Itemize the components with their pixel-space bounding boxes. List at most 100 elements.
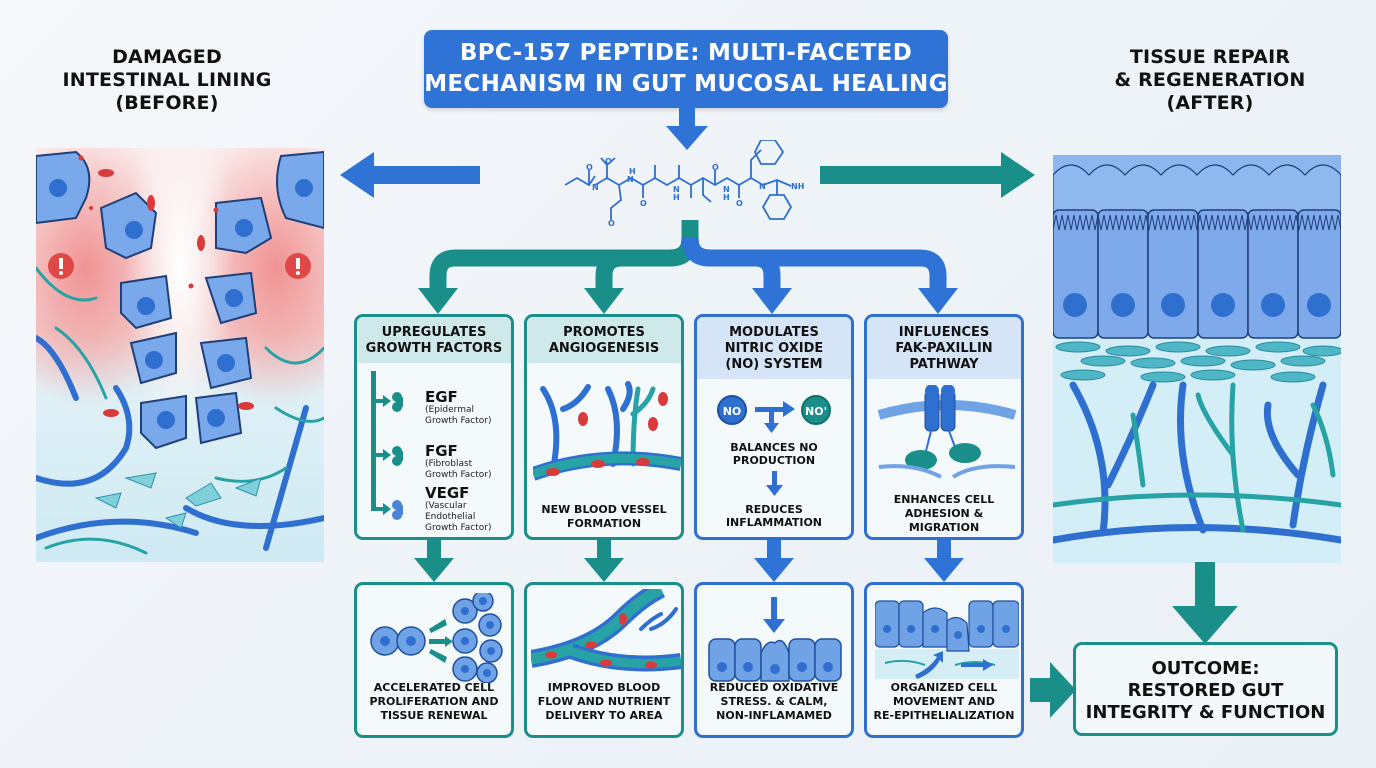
outcome-cell-proliferation: ACCELERATED CELL PROLIFERATION AND TISSU… <box>354 582 514 738</box>
final-outcome-line: RESTORED GUT <box>1127 680 1284 701</box>
final-outcome-line: INTEGRITY & FUNCTION <box>1085 702 1326 723</box>
cell-proliferation-icon <box>370 593 503 683</box>
svg-text:O: O <box>640 199 647 208</box>
outcome-line: TISSUE RENEWAL <box>380 709 488 722</box>
gf-full: (Fibroblast <box>425 459 473 469</box>
step-down-arrow <box>766 471 783 496</box>
mechanism-4-header-line: FAK-PAXILLIN <box>895 341 993 356</box>
svg-text:O: O <box>712 163 719 172</box>
left-title-line-1: DAMAGED <box>112 46 222 68</box>
outcome-line: IMPROVED BLOOD <box>547 681 661 694</box>
warning-icon-right <box>285 253 311 279</box>
svg-text:O: O <box>608 219 615 228</box>
calm-epithelium-icon <box>708 597 842 682</box>
footer-line: MIGRATION <box>908 521 980 534</box>
left-title-line-2: INTESTINAL LINING <box>62 69 272 91</box>
outcome-re-epithelialization: ORGANIZED CELL MOVEMENT AND RE-EPITHELIA… <box>864 582 1024 738</box>
main-title-box: BPC-157 PEPTIDE: MULTI-FACETED MECHANISM… <box>424 30 948 108</box>
outcome-3-text: REDUCED OXIDATIVE STRESS. & CALM, NON-IN… <box>697 681 851 723</box>
reduces-inflammation-label: REDUCES INFLAMMATION <box>697 503 851 529</box>
outcome-line: NON-INFLAMAMED <box>716 709 832 722</box>
right-arrow-to-outcome <box>1030 662 1076 718</box>
footer-line: NEW BLOOD VESSEL <box>541 503 667 516</box>
svg-text:N: N <box>673 185 680 194</box>
outcome-2-text: IMPROVED BLOOD FLOW AND NUTRIENT DELIVER… <box>527 681 681 723</box>
svg-text:N: N <box>627 175 634 184</box>
repaired-tissue-illustration <box>1053 155 1341 563</box>
mechanism-2-header-line: ANGIOGENESIS <box>548 341 660 356</box>
outcome-line: FLOW AND NUTRIENT <box>537 695 671 708</box>
mechanism-1-header-line: UPREGULATES <box>381 325 487 340</box>
outcome-4-text: ORGANIZED CELL MOVEMENT AND RE-EPITHELIA… <box>867 681 1021 723</box>
mechanism-4-header: INFLUENCES FAK-PAXILLIN PATHWAY <box>867 317 1021 379</box>
down-arrow-1 <box>414 540 454 582</box>
outcome-line: ACCELERATED CELL <box>373 681 495 694</box>
gf-full: Endothelial <box>425 512 476 522</box>
final-outcome-line: OUTCOME: <box>1151 658 1260 679</box>
growth-factor-egf: EGF (Epidermal Growth Factor) <box>425 389 492 427</box>
outcome-line: MOVEMENT AND <box>893 695 995 708</box>
footer-line: ADHESION & <box>904 507 984 520</box>
no-conversion-arrow <box>755 401 795 433</box>
mechanism-3-header-line: NITRIC OXIDE <box>724 341 824 356</box>
footer-line: FORMATION <box>566 517 642 530</box>
arrow-to-repaired <box>820 152 1035 198</box>
mechanism-nitric-oxide: MODULATES NITRIC OXIDE (NO) SYSTEM NO NO… <box>694 314 854 540</box>
mechanism-fak-paxillin: INFLUENCES FAK-PAXILLIN PATHWAY ENHANCES… <box>864 314 1024 540</box>
svg-text:O: O <box>736 199 743 208</box>
down-arrow-to-outcome <box>1172 562 1238 644</box>
warning-icon-left <box>48 253 74 279</box>
mechanism-2-footer: NEW BLOOD VESSEL FORMATION <box>527 503 681 531</box>
new-vessels-icon <box>533 381 681 481</box>
mechanism-2-header-line: PROMOTES <box>563 325 645 340</box>
growth-factor-connector <box>371 371 403 520</box>
footer-line: ENHANCES CELL <box>893 493 995 506</box>
mechanism-3-header-line: MODULATES <box>729 325 819 340</box>
step-line: INFLAMMATION <box>725 516 823 529</box>
outcome-line: RE-EPITHELIALIZATION <box>873 709 1015 722</box>
mechanism-1-header-line: GROWTH FACTORS <box>365 341 503 356</box>
step-line: REDUCES <box>745 503 803 516</box>
mechanism-2-header: PROMOTES ANGIOGENESIS <box>527 317 681 363</box>
outcome-line: REDUCED OXIDATIVE <box>709 681 839 694</box>
mechanism-4-header-line: PATHWAY <box>909 357 979 372</box>
no-radical-icon: NO' <box>801 395 831 425</box>
balances-no-label: BALANCES NO PRODUCTION <box>697 441 851 467</box>
down-arrow-4 <box>924 540 964 582</box>
blood-flow-icon <box>531 589 681 672</box>
mechanism-4-header-line: INFLUENCES <box>898 325 990 340</box>
fgf-receptor-icon <box>392 446 403 466</box>
main-title-line-1: BPC-157 PEPTIDE: MULTI-FACETED <box>459 40 913 66</box>
bpc157-molecule-structure: ON OO HN ON HO NH ON NH <box>565 140 804 228</box>
outcome-line: DELIVERY TO AREA <box>545 709 663 722</box>
no-molecule-icon: NO <box>717 395 747 425</box>
svg-text:O: O <box>586 163 593 172</box>
svg-text:O: O <box>605 157 612 166</box>
re-epithelialization-icon <box>875 600 1019 679</box>
mechanism-angiogenesis: PROMOTES ANGIOGENESIS NEW BLOOD VESSEL F… <box>524 314 684 540</box>
mechanism-3-header: MODULATES NITRIC OXIDE (NO) SYSTEM <box>697 317 851 379</box>
outcome-line: ORGANIZED CELL <box>890 681 998 694</box>
svg-text:H: H <box>629 167 636 176</box>
step-line: PRODUCTION <box>732 454 816 467</box>
right-panel-title: TISSUE REPAIR & REGENERATION (AFTER) <box>1072 46 1348 115</box>
svg-text:N: N <box>592 183 599 192</box>
gf-abbr: VEGF <box>425 484 470 502</box>
integrin-receptor-icon <box>877 385 1017 479</box>
svg-text:N: N <box>759 182 766 191</box>
gf-full: (Epidermal <box>425 405 474 415</box>
outcome-1-text: ACCELERATED CELL PROLIFERATION AND TISSU… <box>357 681 511 723</box>
gf-full: Growth Factor) <box>425 470 492 480</box>
right-title-line-1: TISSUE REPAIR <box>1129 46 1291 68</box>
branching-arrows <box>418 220 958 314</box>
svg-text:N: N <box>723 185 730 194</box>
step-line: BALANCES NO <box>730 441 818 454</box>
title-down-arrow <box>666 106 708 150</box>
arrow-to-damaged <box>340 152 480 198</box>
mechanism-4-footer: ENHANCES CELL ADHESION & MIGRATION <box>867 493 1021 535</box>
mechanism-1-header: UPREGULATES GROWTH FACTORS <box>357 317 511 363</box>
right-title-line-3: (AFTER) <box>1166 92 1254 114</box>
svg-text:H: H <box>723 193 730 202</box>
outcome-line: STRESS. & CALM, <box>720 695 828 708</box>
gf-abbr: FGF <box>425 442 458 460</box>
